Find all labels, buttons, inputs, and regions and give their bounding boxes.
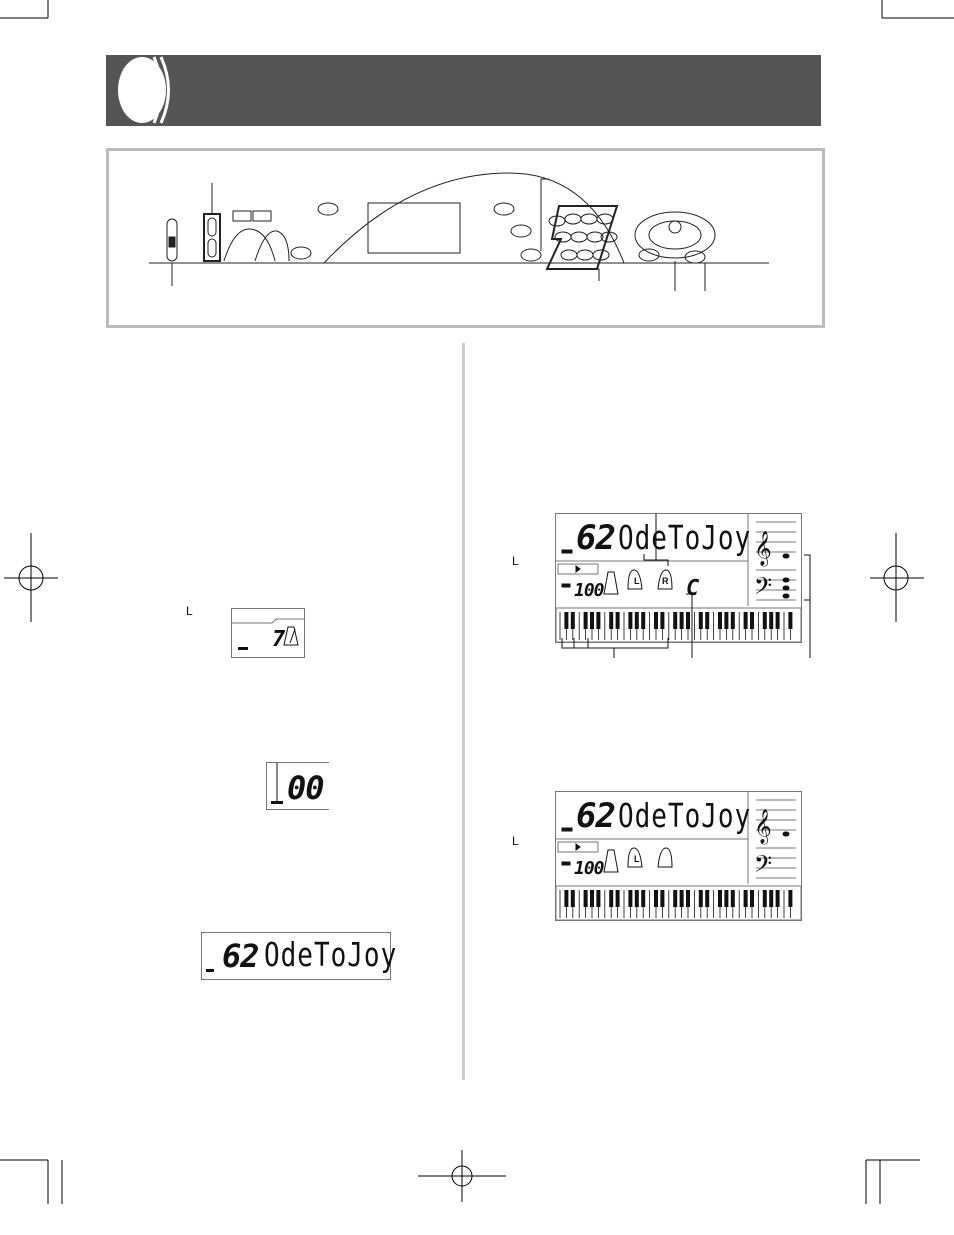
black-key: [679, 890, 684, 907]
black-key: [705, 612, 710, 629]
section-header-banner: [106, 55, 821, 126]
black-key: [641, 612, 646, 629]
black-key: [762, 612, 767, 629]
black-key: [750, 612, 754, 629]
svg-text:𝄢: 𝄢: [754, 572, 772, 605]
second-lcd-tempo: 100: [574, 858, 604, 879]
black-key: [628, 612, 633, 629]
zero-value: 00: [287, 769, 325, 807]
black-key: [654, 890, 658, 907]
black-key: [564, 612, 569, 629]
mark-label-3: L: [512, 834, 519, 848]
black-key: [615, 890, 620, 907]
black-key: [686, 612, 690, 629]
black-key: [634, 890, 639, 907]
black-key: [583, 612, 588, 629]
black-key: [673, 612, 678, 629]
black-key: [686, 890, 690, 907]
black-key: [730, 890, 735, 907]
black-key: [769, 890, 774, 907]
black-key: [654, 612, 658, 629]
keyboard-panel-diagram: [106, 148, 825, 328]
black-key: [590, 612, 594, 629]
black-key: [660, 612, 665, 629]
black-key: [673, 890, 678, 907]
song-name: OdeToJoy: [264, 937, 398, 975]
black-key: [570, 890, 575, 907]
black-key: [762, 890, 767, 907]
column-divider: [462, 343, 465, 1080]
main-lcd: 𝄞 𝄢 62 OdeToJoy 100 L R C: [555, 513, 802, 643]
main-lcd-graphics: 𝄞 𝄢: [556, 514, 801, 642]
svg-text:𝄢: 𝄢: [754, 850, 772, 883]
main-lcd-song: OdeToJoy: [618, 520, 752, 558]
black-key: [634, 612, 639, 629]
black-key: [724, 890, 729, 907]
metronome-value: 7: [272, 627, 285, 652]
black-key: [750, 890, 754, 907]
second-lcd-hand-left: L: [634, 854, 640, 864]
black-key: [679, 612, 684, 629]
black-key: [641, 890, 646, 907]
black-key: [628, 890, 633, 907]
black-key: [570, 612, 575, 629]
black-key: [590, 890, 594, 907]
svg-text:𝄞: 𝄞: [754, 809, 772, 845]
black-key: [564, 890, 569, 907]
black-key: [583, 890, 588, 907]
second-lcd: 𝄞 𝄢 62 OdeToJoy 100 L: [555, 791, 802, 921]
zero-lcd: 00: [266, 762, 329, 810]
main-lcd-number: 62: [576, 518, 616, 558]
black-key: [730, 612, 735, 629]
black-key: [769, 612, 774, 629]
black-key: [788, 890, 793, 907]
black-key: [609, 612, 614, 629]
main-lcd-hand-left: L: [634, 576, 640, 586]
black-key: [788, 612, 793, 629]
black-key: [718, 890, 722, 907]
black-key: [698, 890, 703, 907]
main-lcd-hand-right: R: [662, 576, 669, 586]
banner-ornament: [118, 56, 170, 124]
mark-label-2: L: [512, 554, 519, 568]
black-key: [775, 890, 780, 907]
mark-label-1: L: [186, 604, 193, 618]
black-key: [775, 612, 780, 629]
second-lcd-graphics: 𝄞 𝄢: [556, 792, 801, 920]
song-lcd: 62 OdeToJoy: [201, 932, 396, 980]
song-number: 62: [222, 937, 260, 975]
black-key: [596, 890, 601, 907]
control-panel-drawing: [149, 172, 769, 291]
black-key: [609, 890, 614, 907]
black-key: [698, 612, 703, 629]
second-lcd-number: 62: [576, 796, 616, 836]
black-key: [705, 890, 710, 907]
black-key: [743, 612, 748, 629]
black-key: [743, 890, 748, 907]
main-lcd-finger: C: [686, 576, 699, 601]
black-key: [660, 890, 665, 907]
black-key: [724, 612, 729, 629]
black-key: [615, 612, 620, 629]
second-lcd-song: OdeToJoy: [618, 798, 752, 836]
metronome-lcd: 7: [231, 608, 305, 658]
main-lcd-tempo: 100: [574, 580, 604, 601]
black-key: [596, 612, 601, 629]
black-key: [718, 612, 722, 629]
svg-text:𝄞: 𝄞: [754, 531, 772, 567]
